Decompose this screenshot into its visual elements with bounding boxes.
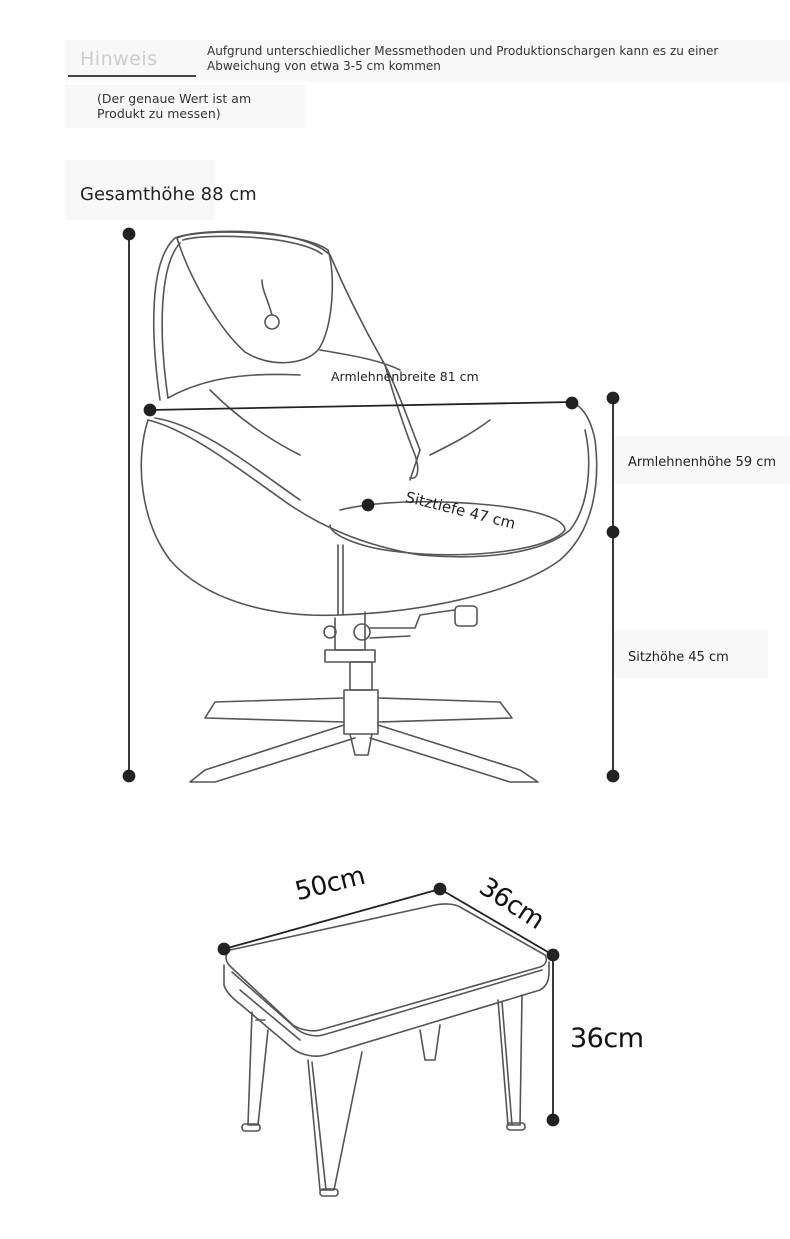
armrest-width-line (149, 401, 573, 411)
stool-right-dot (546, 948, 560, 962)
armrest-width-left-dot (143, 403, 157, 417)
total-height-label: Gesamthöhe 88 cm (80, 184, 257, 205)
chair-outline (140, 230, 598, 783)
measurement-note: Aufgrund unterschiedlicher Messmethoden … (207, 44, 719, 73)
seat-depth-dot (361, 498, 375, 512)
total-height-top-dot (122, 227, 136, 241)
stool-left-dot (217, 942, 231, 956)
seat-height-top-dot (606, 525, 620, 539)
side-height-bottom-dot (606, 769, 620, 783)
stool-dimensions (217, 882, 560, 1127)
stool-depth-line (439, 888, 554, 956)
stool-bottom-dot (546, 1113, 560, 1127)
armrest-width-right-dot (565, 396, 579, 410)
armrest-height-label: Armlehnenhöhe 59 cm (628, 455, 777, 470)
total-height-bottom-dot (122, 769, 136, 783)
hint-title: Hinweis (80, 48, 158, 70)
seat-height-label: Sitzhöhe 45 cm (628, 650, 729, 665)
stool-height-label: 36cm (570, 1023, 644, 1054)
stool-width-line (223, 888, 441, 950)
chair-dimensions (122, 227, 620, 783)
hint-underline (68, 75, 196, 77)
measurement-subnote: (Der genaue Wert ist am Produkt zu messe… (97, 91, 252, 121)
stool-back-dot (433, 882, 447, 896)
stool-outline (223, 903, 550, 1197)
armrest-height-top-dot (606, 391, 620, 405)
armrest-width-label: Armlehnenbreite 81 cm (331, 369, 479, 384)
